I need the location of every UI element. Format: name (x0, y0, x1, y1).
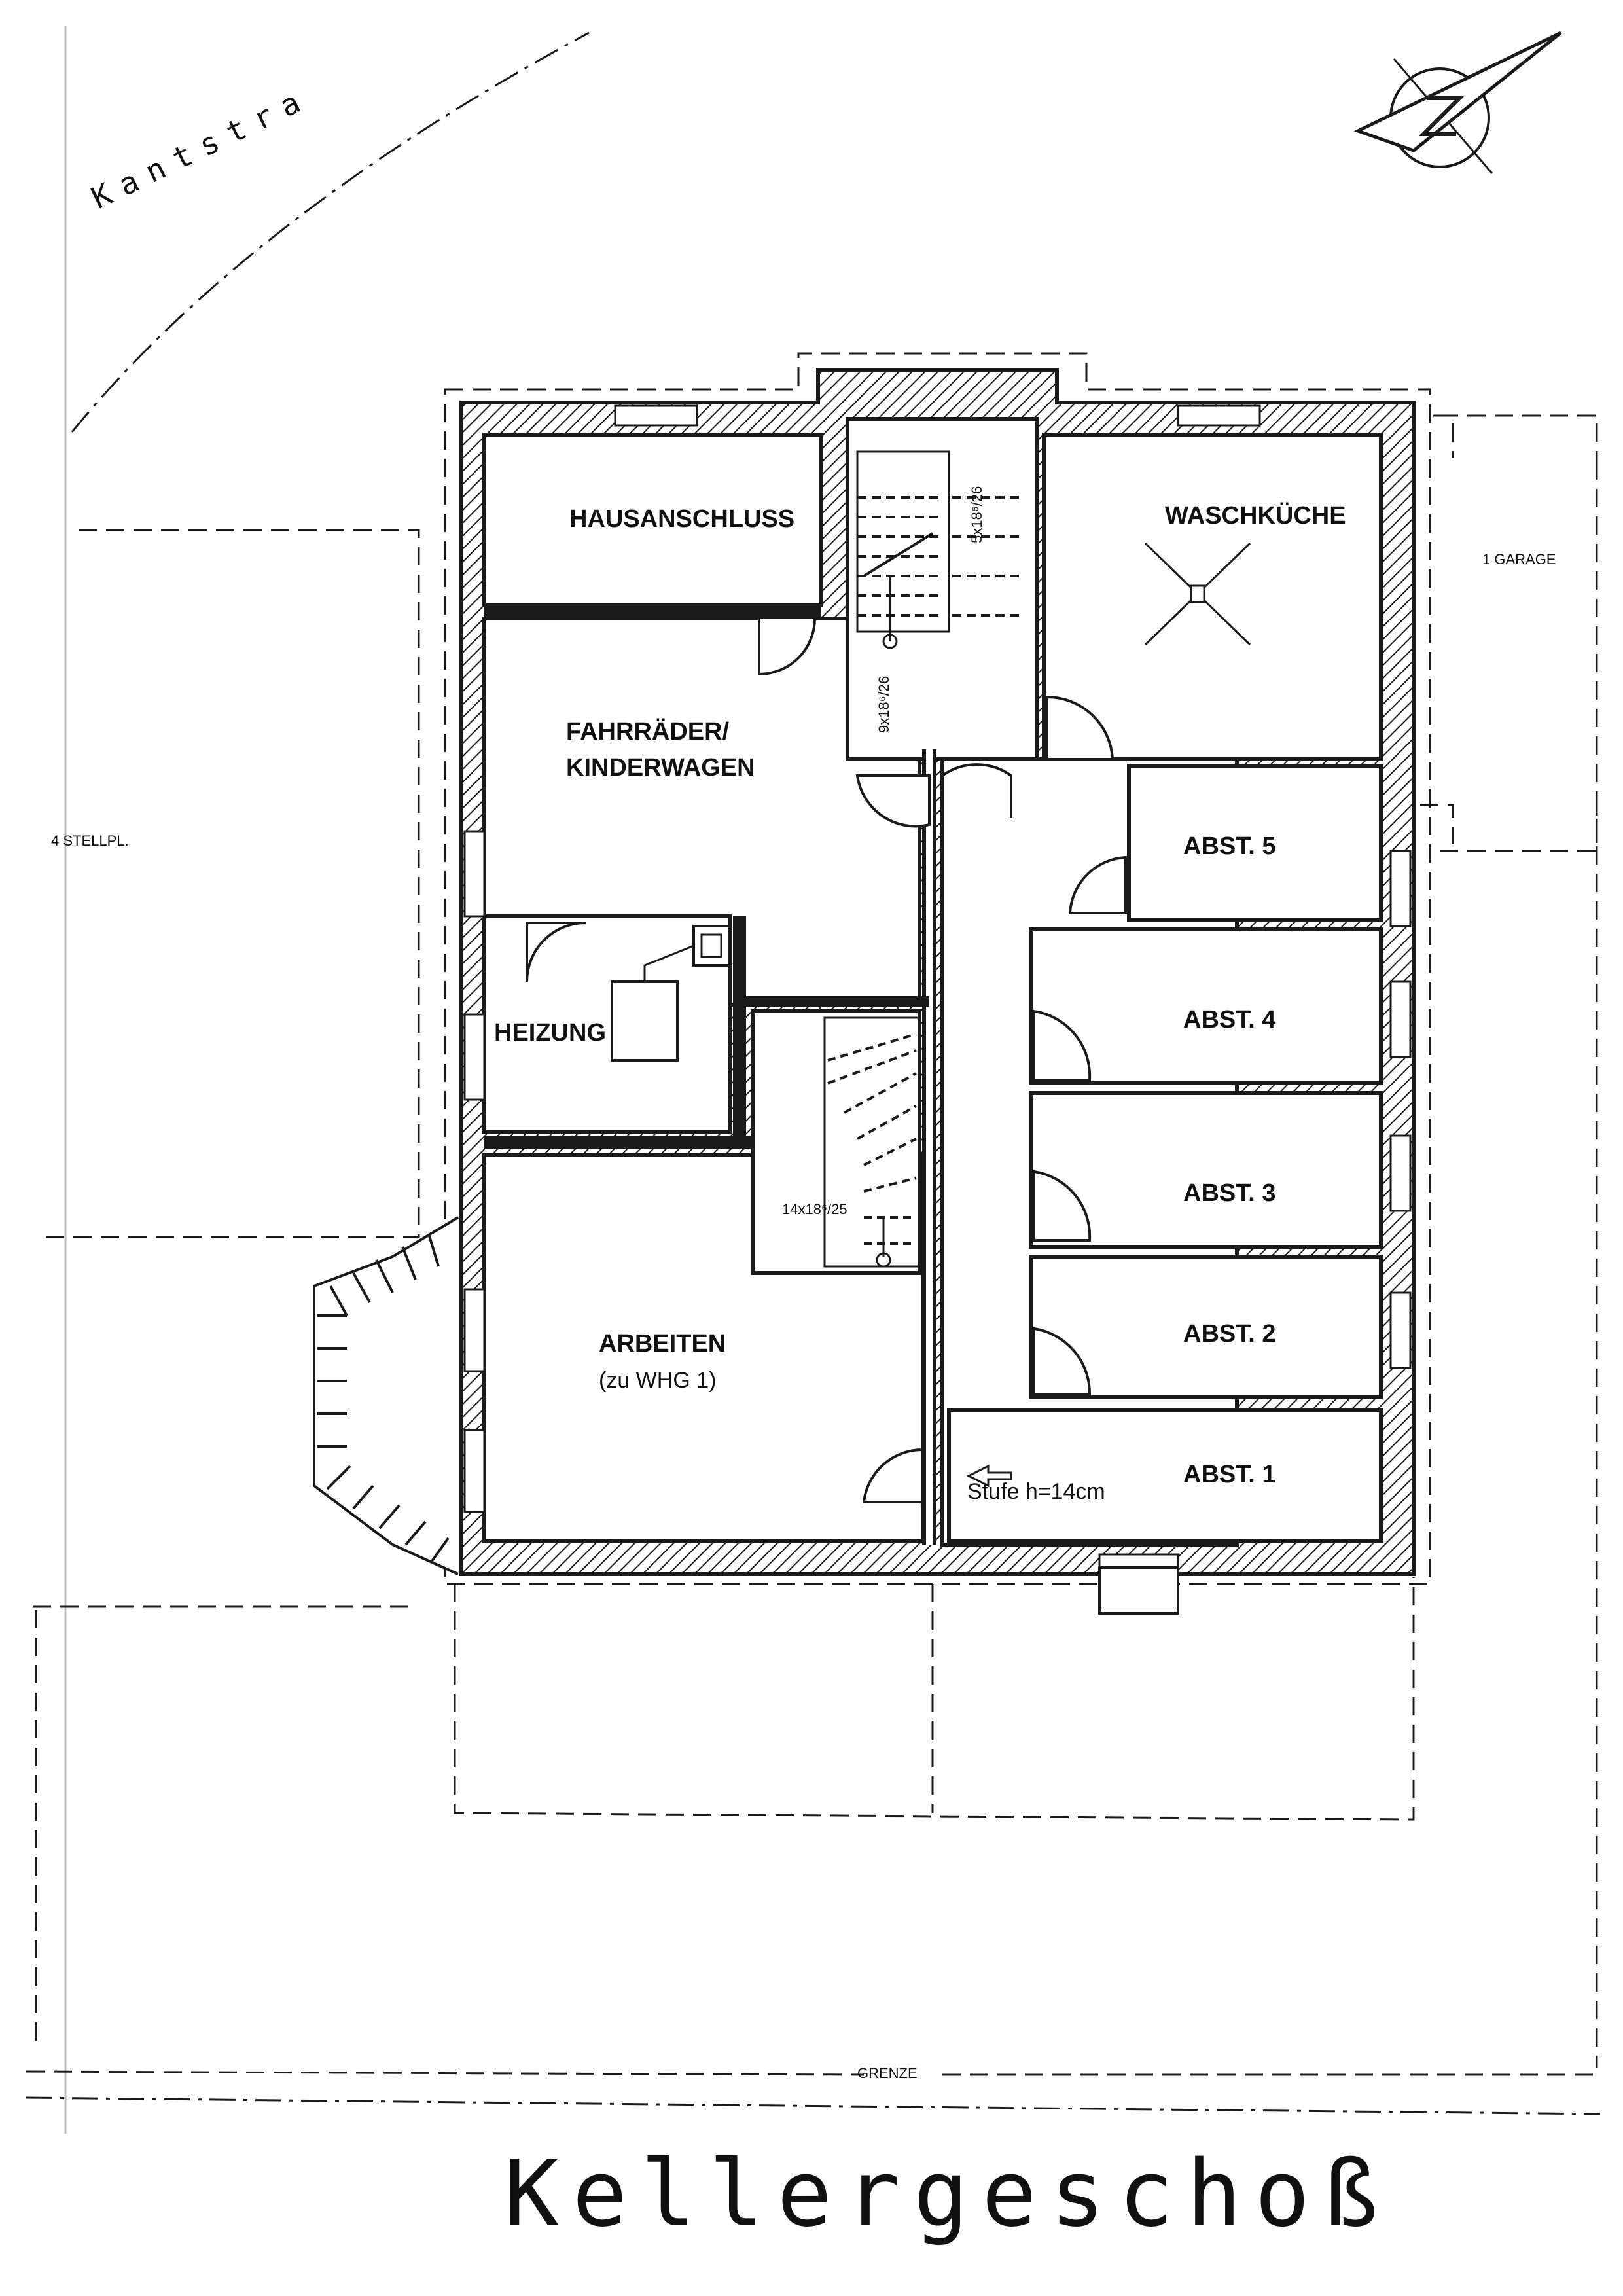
spiral-stair: 14x18⁶/25 (782, 1016, 921, 1268)
label-heizung: HEIZUNG (494, 1019, 606, 1047)
label-abst1: ABST. 1 (1183, 1461, 1275, 1488)
street-label: Kantstra (86, 79, 316, 216)
door-hausanschluss (758, 618, 816, 676)
exterior-ramp (313, 1216, 459, 1575)
staircase (846, 417, 1039, 761)
stair-main-run-label: 9x18⁶/26 (876, 676, 892, 733)
boiler-icon (611, 925, 731, 1062)
street-curve (71, 31, 590, 433)
room-abst1 (947, 1408, 1383, 1543)
label-waschkueche: WASCHKÜCHE (1165, 501, 1346, 529)
terrace-boundary (454, 1577, 1415, 1821)
door-arbeiten (862, 1448, 924, 1503)
step-arrow-icon (966, 1464, 1012, 1488)
door-abst5 (1068, 855, 1127, 914)
stair-upper-run-label: 5x18⁶/26 (969, 486, 985, 543)
room-waschkueche (1042, 433, 1383, 761)
door-heizung (526, 922, 586, 982)
page-title: Kellergeschoß (504, 2141, 1391, 2248)
north-arrow-icon (1353, 31, 1562, 174)
label-hausanschluss: HAUSANSCHLUSS (569, 505, 794, 533)
room-abst5 (1127, 764, 1383, 922)
label-step: Stufe h=14cm (967, 1479, 1105, 1504)
parking-boundary (39, 529, 420, 1238)
label-abst3: ABST. 3 (1183, 1179, 1275, 1207)
stair-spiral-label: 14x18⁶/25 (782, 1201, 847, 1217)
label-arbeiten-2: (zu WHG 1) (599, 1368, 716, 1393)
floor-drain-icon (1144, 542, 1251, 646)
door-stair-2 (941, 763, 1012, 818)
door-stair (855, 774, 931, 828)
garage-boundary (1433, 414, 1598, 461)
boundary-label: GRENZE (857, 2065, 918, 2081)
parking-label: 4 STELLPL. (51, 833, 129, 849)
room-abst2 (1029, 1255, 1383, 1399)
garage-label: 1 GARAGE (1482, 551, 1556, 567)
main-stair: 9x18⁶/26 5x18⁶/26 (856, 450, 1021, 733)
garage-boundary-lower (1420, 804, 1598, 852)
spiral-stair-area (751, 1009, 921, 1275)
door-waschkueche (1046, 695, 1115, 761)
room-abst4 (1029, 927, 1383, 1085)
building-outline (444, 352, 1431, 1585)
label-abst4: ABST. 4 (1183, 1006, 1275, 1033)
windows (463, 404, 1412, 1575)
property-line (26, 2070, 1600, 2076)
door-abst2 (1033, 1327, 1092, 1395)
label-abst5: ABST. 5 (1183, 833, 1275, 860)
room-hausanschluss (482, 433, 823, 607)
light-well (1098, 1566, 1179, 1615)
label-arbeiten-1: ARBEITEN (599, 1330, 726, 1357)
label-fahrraeder-2: KINDERWAGEN (566, 754, 755, 781)
door-abst3 (1033, 1170, 1092, 1242)
label-abst2: ABST. 2 (1183, 1320, 1275, 1348)
room-heizung (482, 914, 732, 1134)
label-fahrraeder-1: FAHRRÄDER/ (566, 717, 730, 745)
title-line (26, 2096, 1601, 2115)
door-abst4 (1033, 1009, 1092, 1081)
